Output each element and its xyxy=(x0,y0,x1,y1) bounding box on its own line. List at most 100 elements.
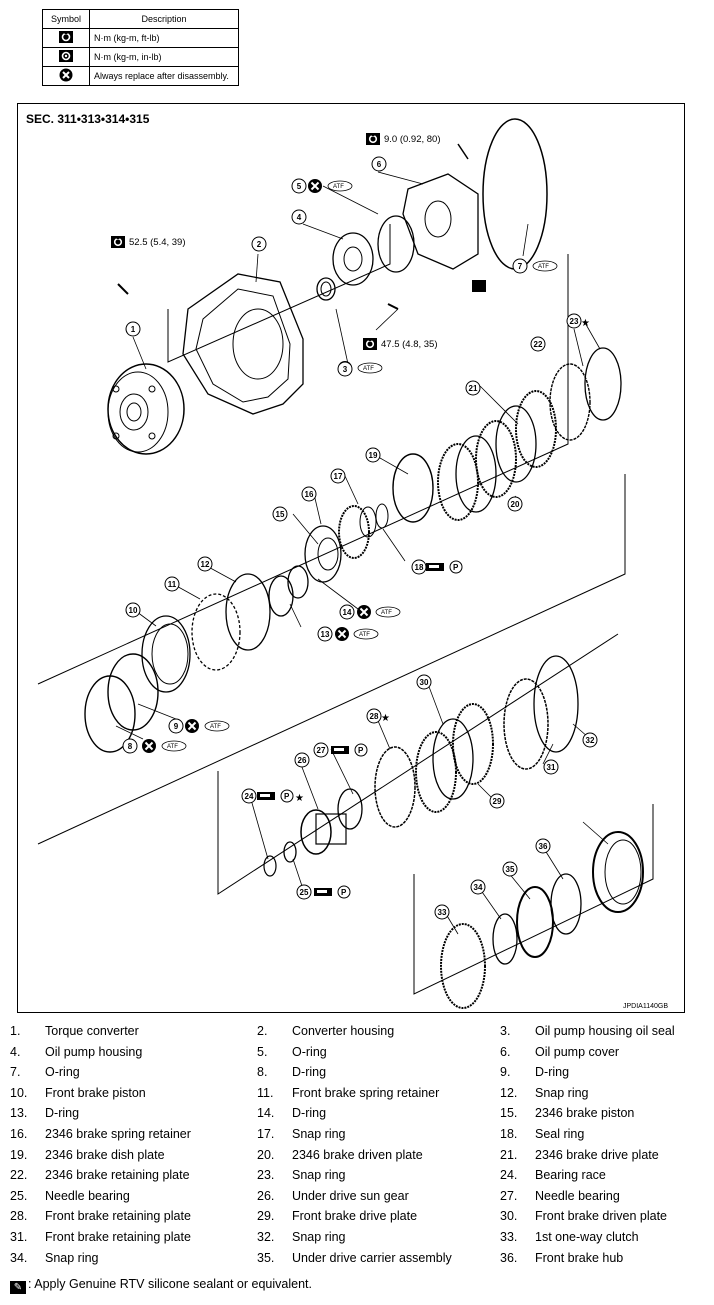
part-number: 3. xyxy=(500,1024,511,1038)
exploded-view-drawing: ATF ATF ATF ATF ATF ATF ATF P P P P ★ ★ … xyxy=(37,118,654,1009)
callout-circle xyxy=(339,604,355,620)
callout-circle xyxy=(530,336,546,352)
sealant-note: ✎: Apply Genuine RTV silicone sealant or… xyxy=(10,1277,312,1294)
part-name: Front brake retaining plate xyxy=(45,1209,191,1224)
callout-10: 10 xyxy=(129,606,138,615)
callout-circle xyxy=(512,258,528,274)
torque-labels: 9.0 (0.92, 80) 52.5 (5.4, 39) 47.5 (4.8,… xyxy=(129,134,441,350)
part-name: Oil pump housing xyxy=(45,1044,143,1059)
star-28: ★ xyxy=(381,713,390,724)
atf-label: ATF xyxy=(363,366,374,372)
callout-35: 35 xyxy=(506,865,515,874)
callout-11: 11 xyxy=(168,580,177,589)
part-number: 23. xyxy=(257,1168,275,1183)
part-number: 26. xyxy=(257,1188,275,1203)
part-name: Torque converter xyxy=(45,1024,139,1038)
callout-23: 23 xyxy=(570,317,579,326)
part-number: 5. xyxy=(257,1044,268,1059)
part-number: 33. xyxy=(500,1229,518,1244)
callout-circle xyxy=(251,236,267,252)
grease-label: P xyxy=(453,563,459,572)
part-number: 31. xyxy=(10,1229,28,1244)
front-brake-clutch-pack-drawing xyxy=(374,655,579,828)
callout-circle xyxy=(416,674,432,690)
part-number: 36. xyxy=(500,1250,518,1265)
part-number: 20. xyxy=(257,1147,275,1162)
part-name: D-ring xyxy=(292,1065,327,1080)
sealant-icon: ✎ xyxy=(10,1281,26,1294)
callout-circle xyxy=(411,559,427,575)
part-number: 17. xyxy=(257,1126,275,1141)
leader-lines xyxy=(115,171,609,935)
part-name: 2346 brake dish plate xyxy=(45,1147,165,1162)
part-name: Bearing race xyxy=(535,1168,606,1183)
callout-21: 21 xyxy=(469,384,478,393)
part-number: 9. xyxy=(500,1065,511,1080)
callout-19: 19 xyxy=(369,451,378,460)
section-title: SEC. 311•313•314•315 xyxy=(26,112,150,126)
callout-circle xyxy=(313,742,329,758)
callout-16: 16 xyxy=(305,490,314,499)
part-number: 14. xyxy=(257,1106,275,1121)
part-number: 13. xyxy=(10,1106,28,1121)
part-name: Under drive sun gear xyxy=(292,1188,409,1203)
part-name: D-ring xyxy=(535,1065,570,1080)
callout-2: 2 xyxy=(257,240,262,249)
legend-desc-ftlb: N·m (kg-m, ft-lb) xyxy=(89,28,239,48)
callout-circle xyxy=(366,708,382,724)
part-number: 34. xyxy=(10,1250,28,1265)
legend-desc-inlb: N·m (kg-m, in-lb) xyxy=(89,47,239,67)
part-name: Front brake piston xyxy=(45,1085,146,1100)
oil-pump-housing-drawing xyxy=(316,232,374,301)
callout-12: 12 xyxy=(201,560,210,569)
part-name: Snap ring xyxy=(292,1229,346,1244)
part-name: 2346 brake piston xyxy=(535,1106,635,1121)
part-number: 16. xyxy=(10,1126,28,1141)
part-name: Snap ring xyxy=(292,1168,346,1183)
brake-2346-piston-group-drawing xyxy=(268,453,434,617)
callout-circle xyxy=(434,904,450,920)
sealant-note-text: : Apply Genuine RTV silicone sealant or … xyxy=(28,1277,312,1291)
callout-17: 17 xyxy=(334,472,343,481)
callout-29: 29 xyxy=(493,797,502,806)
part-number: 22. xyxy=(10,1168,28,1183)
part-name: Front brake spring retainer xyxy=(292,1085,440,1100)
parts-row: 19. 2346 brake dish plate 20. 2346 brake dr… xyxy=(10,1148,710,1169)
torque-47: 47.5 (4.8, 35) xyxy=(381,339,438,350)
part-name: 2346 brake spring retainer xyxy=(45,1126,191,1141)
callout-circle xyxy=(272,506,288,522)
callout-circle xyxy=(168,718,184,734)
callout-group: 1234567891011121314151617181920212223242… xyxy=(122,156,598,920)
part-name: D-ring xyxy=(45,1106,80,1121)
star-23: ★ xyxy=(581,318,590,329)
callout-1: 1 xyxy=(131,325,136,334)
part-number: 28. xyxy=(10,1209,28,1224)
legend-header-symbol: Symbol xyxy=(42,9,90,29)
symbol-legend-table: Symbol Description N·m (kg-m, ft-lb) N·m… xyxy=(42,9,239,86)
part-name: O-ring xyxy=(292,1044,327,1059)
callout-circle xyxy=(301,486,317,502)
star-markers: ★ ★ ★ xyxy=(295,318,590,804)
torque-52: 52.5 (5.4, 39) xyxy=(129,237,186,248)
one-way-clutch-group-drawing xyxy=(440,831,644,1009)
part-number: 7. xyxy=(10,1065,21,1080)
oil-pump-cover-drawing xyxy=(377,118,548,310)
callout-circle xyxy=(371,156,387,172)
part-number: 19. xyxy=(10,1147,28,1162)
part-number: 24. xyxy=(500,1168,518,1183)
part-name: Snap ring xyxy=(292,1126,346,1141)
part-number: 35. xyxy=(257,1250,275,1265)
callout-circle xyxy=(543,759,559,775)
part-name: 2346 brake drive plate xyxy=(535,1147,659,1162)
part-name: Converter housing xyxy=(292,1024,395,1038)
part-name: Front brake retaining plate xyxy=(45,1229,191,1244)
parts-row: 16. 2346 brake spring retainer 17. Snap rin… xyxy=(10,1127,710,1148)
callout-24: 24 xyxy=(245,792,254,801)
